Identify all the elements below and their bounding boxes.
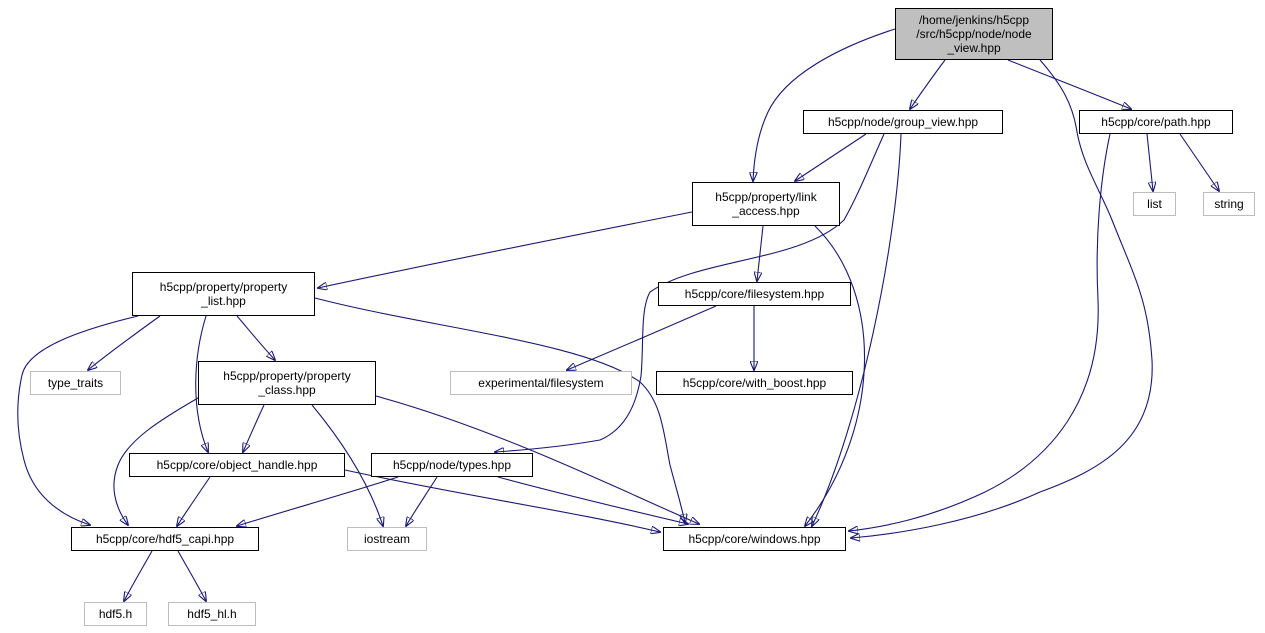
edge-property_class-windows — [375, 395, 699, 524]
edge-group_view-windows — [812, 133, 902, 526]
edge-path-list — [1146, 133, 1153, 191]
node-iostream: iostream — [347, 527, 427, 551]
node-label-line: experimental/filesystem — [478, 376, 604, 390]
edge-property_class-object_handle — [243, 404, 265, 452]
node-label-line: string — [1214, 197, 1244, 211]
edge-hdf5_capi-hdf5_h — [124, 550, 153, 601]
edge-node_view-group_view — [910, 59, 946, 109]
node-label-line: h5cpp/core/filesystem.hpp — [684, 287, 825, 301]
node-label-line: _access.hpp — [732, 204, 800, 218]
node-string: string — [1203, 192, 1255, 216]
node-hdf5-hl-h: hdf5_hl.h — [168, 602, 256, 626]
node-label-line: h5cpp/core/hdf5_capi.hpp — [95, 532, 235, 546]
node-label-line: _list.hpp — [201, 294, 246, 308]
node-group-view[interactable]: h5cpp/node/group_view.hpp — [803, 110, 1003, 134]
edge-types-windows — [497, 476, 688, 524]
edge-property_list-windows — [314, 297, 685, 523]
edge-property_list-property_class — [236, 315, 275, 360]
node-label-line: h5cpp/core/object_handle.hpp — [156, 458, 318, 472]
edge-property_list-hdf5_capi — [17, 315, 139, 525]
node-with-boost[interactable]: h5cpp/core/with_boost.hpp — [656, 371, 853, 395]
node-object-handle[interactable]: h5cpp/core/object_handle.hpp — [129, 453, 345, 477]
node-property-class[interactable]: h5cpp/property/property _class.hpp — [198, 361, 376, 405]
edge-object_handle-hdf5_capi — [177, 476, 211, 526]
edge-property_list-object_handle — [195, 315, 208, 452]
node-label-line: h5cpp/property/property — [223, 369, 351, 383]
edge-types-hdf5_capi — [237, 476, 399, 526]
node-label-line: h5cpp/node/types.hpp — [392, 458, 512, 472]
edge-group_view-types — [495, 133, 885, 452]
node-label-line: iostream — [363, 532, 410, 546]
edge-node_view-windows — [851, 59, 1153, 538]
node-link-access[interactable]: h5cpp/property/link _access.hpp — [692, 182, 840, 226]
node-label-line: _view.hpp — [947, 41, 1001, 55]
node-label-line: _class.hpp — [258, 383, 316, 397]
edge-node_view-path — [1007, 59, 1131, 109]
edge-link_access-windows — [805, 225, 866, 526]
node-label-line: h5cpp/core/windows.hpp — [688, 532, 821, 546]
node-core-windows[interactable]: h5cpp/core/windows.hpp — [663, 527, 846, 551]
edge-path-string — [1179, 133, 1219, 191]
node-label-line: h5cpp/property/link — [715, 190, 817, 204]
node-list: list — [1133, 192, 1176, 216]
edge-hdf5_capi-hdf5_hl_h — [177, 550, 206, 601]
node-hdf5-capi[interactable]: h5cpp/core/hdf5_capi.hpp — [71, 527, 259, 551]
node-label-line: list — [1147, 197, 1162, 211]
node-node-view-root: /home/jenkins/h5cpp /src/h5cpp/node/node… — [895, 8, 1053, 60]
node-type-traits: type_traits — [30, 371, 121, 395]
node-hdf5-h: hdf5.h — [84, 602, 147, 626]
edge-property_class-hdf5_capi — [113, 397, 199, 525]
node-label-line: type_traits — [47, 376, 104, 390]
edge-link_access-property_list — [318, 211, 693, 288]
node-label-line: h5cpp/property/property — [159, 280, 288, 294]
node-property-list[interactable]: h5cpp/property/property _list.hpp — [132, 272, 315, 316]
edge-node_view-link_access — [753, 28, 896, 181]
node-label-line: hdf5.h — [98, 607, 133, 621]
node-label-line: h5cpp/core/path.hpp — [1101, 115, 1211, 129]
edge-path-windows — [849, 133, 1111, 531]
edge-object_handle-windows — [344, 469, 660, 532]
edge-property_class-iostream — [311, 404, 383, 526]
node-core-path[interactable]: h5cpp/core/path.hpp — [1079, 110, 1233, 134]
node-label-line: /home/jenkins/h5cpp — [918, 13, 1030, 27]
edge-property_list-type_traits — [88, 315, 161, 370]
edge-types-iostream — [406, 476, 438, 526]
node-label-line: h5cpp/core/with_boost.hpp — [682, 376, 827, 390]
node-node-types[interactable]: h5cpp/node/types.hpp — [371, 453, 533, 477]
edge-group_view-link_access — [795, 133, 867, 181]
node-experimental-filesystem: experimental/filesystem — [450, 371, 632, 395]
edge-link_access-filesystem — [757, 225, 764, 281]
node-label-line: h5cpp/node/group_view.hpp — [827, 115, 979, 129]
edge-filesystem-experimental_filesystem — [567, 305, 717, 370]
node-core-filesystem[interactable]: h5cpp/core/filesystem.hpp — [658, 282, 851, 306]
node-label-line: /src/h5cpp/node/node — [916, 27, 1032, 41]
node-label-line: hdf5_hl.h — [187, 607, 237, 621]
